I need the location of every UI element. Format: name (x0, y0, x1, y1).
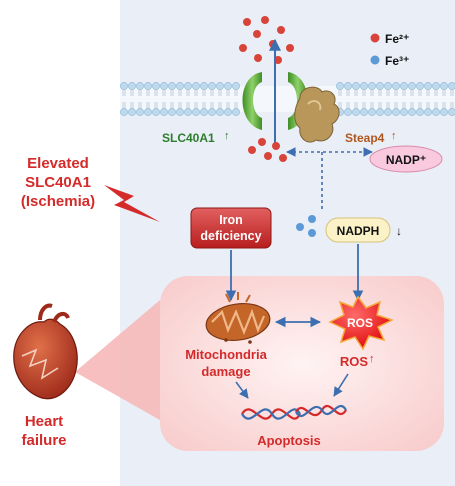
iron-deficiency-line-2: deficiency (200, 229, 261, 243)
slc40a1-label: SLC40A1 (162, 131, 215, 145)
fe3-legend-label: Fe³⁺ (385, 54, 409, 68)
fe3-legend-dot (370, 55, 380, 65)
elevated-line-2: SLC40A1 (25, 174, 91, 191)
ros-label: ROS (340, 354, 369, 369)
nadp-label: NADP⁺ (386, 153, 426, 167)
heart-icon (13, 303, 78, 400)
mitochondria-damage-line-2: damage (201, 364, 250, 379)
intracellular-iron-cluster (248, 138, 287, 162)
nadph-down-arrow: ↓ (396, 224, 402, 238)
dna-helix-icon-right (295, 404, 347, 417)
lightning-bolt-icon (104, 185, 160, 222)
heart-failure-line-2: failure (21, 432, 66, 449)
mito-to-dna-arrow (235, 381, 249, 399)
ros-burst-label: ROS (347, 316, 373, 330)
mitochondria-damage-line-1: Mitochondria (185, 347, 267, 362)
elevated-slc40a1-annotation: Elevated SLC40A1 (Ischemia) (21, 155, 95, 210)
heart-failure-line-1: Heart (25, 413, 63, 430)
elevated-line-1: Elevated (27, 155, 89, 172)
nadph-node: NADPH (325, 217, 391, 243)
heart-failure-arrow (75, 300, 160, 420)
slc40a1-up-arrow: ↑ (224, 130, 230, 142)
apoptosis-label: Apoptosis (257, 433, 321, 448)
steap4-up-arrow: ↑ (391, 130, 397, 142)
iron-deficiency-box: Iron deficiency (190, 207, 272, 249)
iron-deficiency-line-1: Iron (219, 213, 243, 227)
cell-membrane (120, 82, 455, 116)
fe2-legend-dot (370, 33, 380, 43)
ros-up-arrow: ↑ (369, 353, 375, 365)
steap4-label: Steap4 (345, 131, 385, 145)
steap4-protein (294, 86, 340, 143)
fe3-cluster (296, 215, 316, 237)
dna-helix-icon-left (241, 408, 301, 420)
mitochondrion-icon (205, 292, 271, 344)
elevated-line-3: (Ischemia) (21, 193, 95, 210)
legend: Fe²⁺ Fe³⁺ (370, 32, 409, 68)
nadph-label: NADPH (337, 224, 380, 238)
nadp-node: NADP⁺ (369, 145, 443, 173)
ros-to-dna-arrow (333, 373, 349, 397)
ros-burst: ROS (328, 295, 394, 351)
fe2-legend-label: Fe²⁺ (385, 32, 409, 46)
